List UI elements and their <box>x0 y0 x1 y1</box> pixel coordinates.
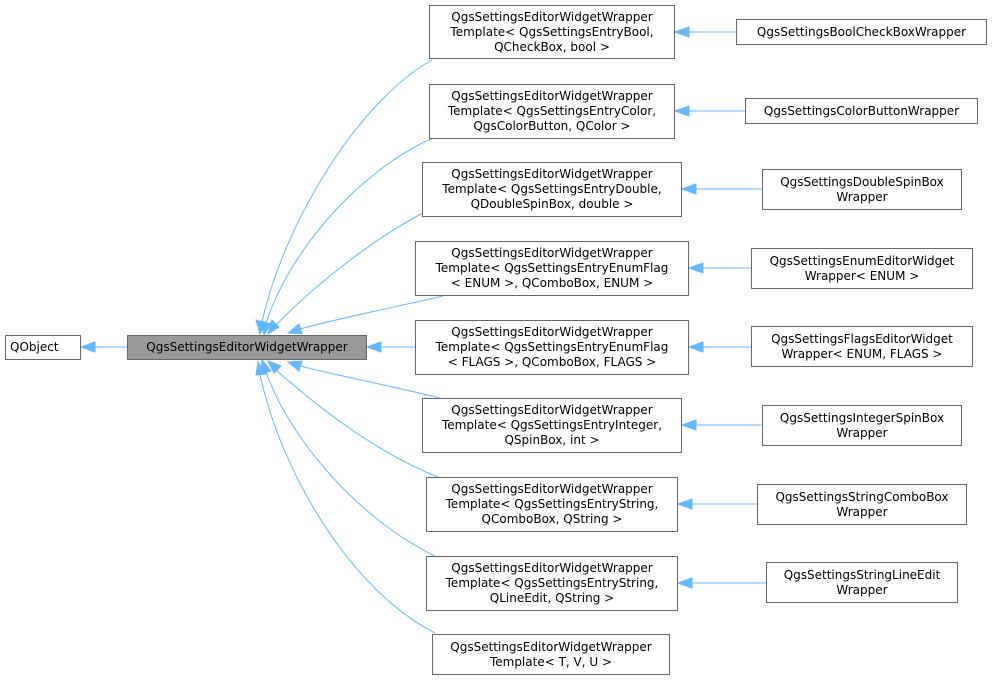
edge-template-color <box>265 137 434 324</box>
node-template-string-combo[interactable]: QgsSettingsEditorWidgetWrapper Template<… <box>426 477 678 532</box>
node-template-flags[interactable]: QgsSettingsEditorWidgetWrapper Template<… <box>415 320 689 375</box>
edge-template-bool <box>261 59 433 323</box>
node-leaf-string-combo[interactable]: QgsSettingsStringComboBox Wrapper <box>757 484 967 525</box>
arrowhead-leaf-string-combo <box>676 498 693 510</box>
edge-template-integer <box>299 365 441 399</box>
arrowhead-template-flags <box>365 341 382 353</box>
node-template-double[interactable]: QgsSettingsEditorWidgetWrapper Template<… <box>422 162 682 217</box>
node-leaf-integer[interactable]: QgsSettingsIntegerSpinBox Wrapper <box>762 405 962 446</box>
arrowhead-template-integer <box>286 360 303 372</box>
node-template-tvu[interactable]: QgsSettingsEditorWidgetWrapper Template<… <box>432 634 670 675</box>
node-template-bool[interactable]: QgsSettingsEditorWidgetWrapper Template<… <box>429 5 675 59</box>
node-qobject[interactable]: QObject <box>5 335 81 360</box>
arrowhead-qobject <box>79 341 96 353</box>
node-template-string-line[interactable]: QgsSettingsEditorWidgetWrapper Template<… <box>426 556 678 611</box>
arrowhead-template-enum <box>286 323 303 335</box>
edge-template-tvu <box>259 373 436 634</box>
node-leaf-bool[interactable]: QgsSettingsBoolCheckBoxWrapper <box>736 19 987 45</box>
arrowhead-leaf-string-line <box>676 577 693 589</box>
arrowhead-template-color <box>260 320 272 337</box>
node-template-color[interactable]: QgsSettingsEditorWidgetWrapper Template<… <box>429 84 675 139</box>
edge-template-string-line <box>265 371 436 557</box>
arrowhead-leaf-flags <box>687 341 704 353</box>
node-center-class[interactable]: QgsSettingsEditorWidgetWrapper <box>127 335 367 360</box>
node-leaf-double[interactable]: QgsSettingsDoubleSpinBox Wrapper <box>762 169 962 210</box>
arrowhead-leaf-color <box>673 105 690 117</box>
arrowhead-template-tvu <box>255 360 267 376</box>
arrowhead-template-string-combo <box>266 360 282 374</box>
arrowhead-leaf-enum <box>687 262 704 274</box>
arrowhead-leaf-integer <box>680 419 697 431</box>
node-leaf-color[interactable]: QgsSettingsColorButtonWrapper <box>745 98 978 124</box>
arrowhead-leaf-bool <box>673 26 690 38</box>
arrowhead-template-double <box>267 319 280 336</box>
edge-template-double <box>275 211 426 326</box>
edge-template-enum <box>299 295 444 330</box>
node-leaf-string-line[interactable]: QgsSettingsStringLineEdit Wrapper <box>766 562 958 603</box>
node-leaf-enum[interactable]: QgsSettingsEnumEditorWidget Wrapper< ENU… <box>751 248 973 289</box>
arrowhead-leaf-double <box>680 183 697 195</box>
node-template-enum[interactable]: QgsSettingsEditorWidgetWrapper Template<… <box>415 241 689 296</box>
edge-template-string-combo <box>275 369 441 479</box>
node-template-integer[interactable]: QgsSettingsEditorWidgetWrapper Template<… <box>422 398 682 453</box>
node-leaf-flags[interactable]: QgsSettingsFlagsEditorWidget Wrapper< EN… <box>751 326 973 367</box>
